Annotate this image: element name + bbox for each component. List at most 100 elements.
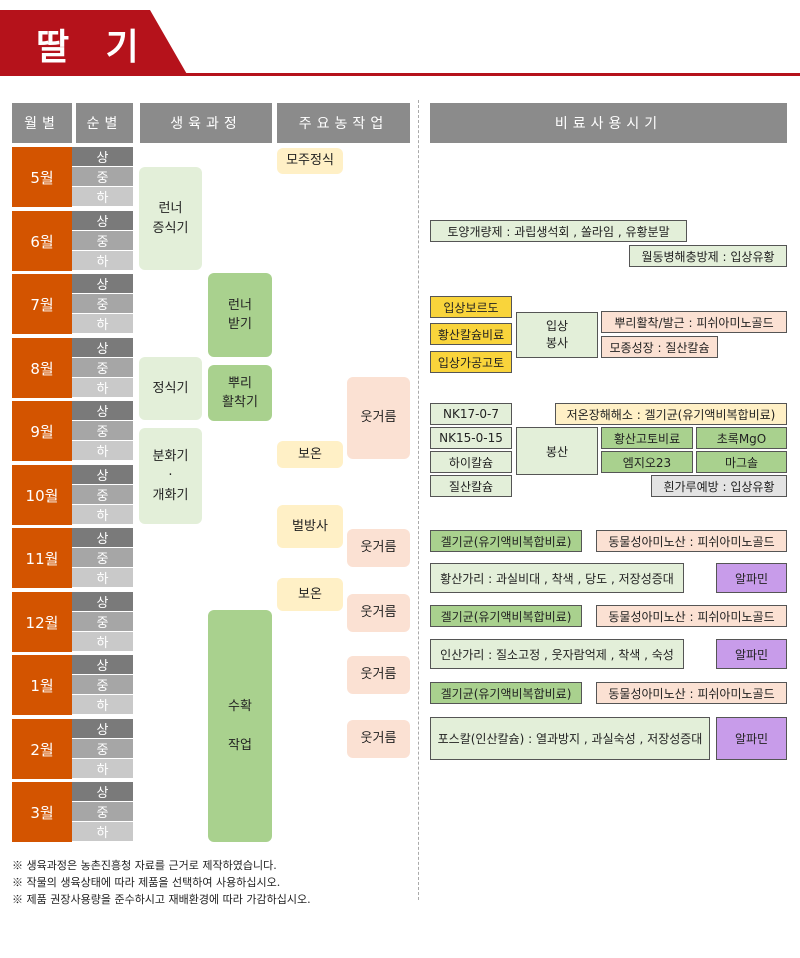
fert-animal-amino-3: 동물성아미노산 : 피쉬아미노골드: [596, 682, 787, 704]
month-cell: 12월: [12, 592, 72, 652]
work-topdress-2: 웃거름: [347, 529, 410, 567]
tier-cell: 하: [72, 695, 133, 714]
fert-rooting: 뿌리활착/발근 : 피쉬아미노골드: [601, 311, 787, 333]
fert-nk17: NK17-0-7: [430, 403, 512, 425]
tier-cell: 하: [72, 568, 133, 587]
month-cell: 6월: [12, 211, 72, 271]
tier-cell: 하: [72, 822, 133, 841]
fert-powdery-mildew: 흰가루예방 : 입상유황: [651, 475, 787, 497]
work-topdress-3: 웃거름: [347, 594, 410, 632]
fert-granule-magnesia: 입상가공고토: [430, 351, 512, 373]
header-fertilizer: 비료사용시기: [430, 103, 787, 143]
work-label: 웃거름: [360, 667, 397, 683]
fert-calcium-sulfate: 황산칼슘비료: [430, 323, 512, 345]
tier-cell: 상: [72, 401, 133, 420]
stage-label: 정식기: [152, 380, 189, 396]
fert-cold-damage: 저온장해해소 : 겔기균(유기액비복합비료): [555, 403, 787, 425]
stage-label: 런너 증식기: [152, 201, 189, 236]
fert-alpamin-2: 알파민: [716, 639, 787, 669]
tier-cell: 중: [72, 739, 133, 758]
page-title: 딸 기: [36, 27, 151, 68]
work-label: 벌방사: [292, 518, 328, 534]
tier-cell: 상: [72, 655, 133, 674]
fert-magsol: 마그솔: [696, 451, 787, 473]
work-label: 보온: [298, 446, 322, 462]
month-cell: 8월: [12, 338, 72, 398]
tier-cell: 하: [72, 314, 133, 333]
footnote: ※ 제품 권장사용량을 준수하시고 재배환경에 따라 가감하십시오.: [12, 893, 311, 906]
month-cell: 10월: [12, 465, 72, 525]
work-warming-1: 보온: [277, 441, 343, 468]
fert-animal-amino-1: 동물성아미노산 : 피쉬아미노골드: [596, 530, 787, 552]
stage-label: 수확 작업: [228, 698, 252, 753]
tier-cell: 중: [72, 802, 133, 821]
stage-label: 분화기 · 개화기: [152, 448, 189, 503]
fert-winter-pest: 월동병해충방제 : 입상유황: [629, 245, 787, 267]
tier-cell: 하: [72, 187, 133, 206]
tier-cell: 중: [72, 612, 133, 631]
column-divider: [418, 100, 419, 900]
fert-nk15: NK15-0-15: [430, 427, 512, 449]
stage-planting: 정식기: [139, 357, 202, 420]
header-growth: 생육과정: [140, 103, 272, 143]
tier-cell: 상: [72, 592, 133, 611]
tier-cell: 하: [72, 759, 133, 778]
fert-gel-1: 겔기균(유기액비복합비료): [430, 530, 582, 552]
tier-cell: 하: [72, 251, 133, 270]
month-cell: 5월: [12, 147, 72, 207]
tier-cell: 상: [72, 211, 133, 230]
month-cell: 7월: [12, 274, 72, 334]
fert-animal-amino-2: 동물성아미노산 : 피쉬아미노골드: [596, 605, 787, 627]
fert-granule-boron: 입상 봉사: [516, 312, 598, 358]
month-cell: 11월: [12, 528, 72, 588]
tier-cell: 상: [72, 338, 133, 357]
tier-cell: 중: [72, 358, 133, 377]
footnote: ※ 작물의 생육상태에 따라 제품을 선택하여 사용하십시오.: [12, 876, 281, 889]
stage-runner-receiving: 런너 받기: [208, 273, 272, 357]
work-label: 웃거름: [360, 540, 397, 556]
work-label: 웃거름: [360, 410, 397, 426]
work-bee-release: 벌방사: [277, 505, 343, 548]
tier-cell: 중: [72, 485, 133, 504]
month-cell: 3월: [12, 782, 72, 842]
tier-cell: 상: [72, 782, 133, 801]
tier-cell: 중: [72, 167, 133, 186]
tier-cell: 하: [72, 505, 133, 524]
fert-boric-acid: 봉산: [516, 427, 598, 475]
tier-cell: 중: [72, 421, 133, 440]
footnote: ※ 생육과정은 농촌진흥청 자료를 근거로 제작하였습니다.: [12, 859, 277, 872]
fert-potassium-phosphate: 인산가리 : 질소고정 , 웃자람억제 , 착색 , 숙성: [430, 639, 684, 669]
fert-alpamin-1: 알파민: [716, 563, 787, 593]
header-month: 월별: [12, 103, 72, 143]
tier-cell: 상: [72, 274, 133, 293]
month-cell: 9월: [12, 401, 72, 461]
fert-gel-3: 겔기균(유기액비복합비료): [430, 682, 582, 704]
header-tier: 순별: [76, 103, 133, 143]
stage-differentiation: 분화기 · 개화기: [139, 428, 202, 524]
tier-cell: 상: [72, 465, 133, 484]
work-label: 모주정식: [286, 153, 334, 169]
stage-runner-propagation: 런너 증식기: [139, 167, 202, 270]
stage-label: 뿌리 활착기: [222, 375, 258, 411]
stage-rooting: 뿌리 활착기: [208, 365, 272, 421]
work-topdress-4: 웃거름: [347, 656, 410, 694]
fert-soil-amendment: 토양개량제 : 과립생석회 , 쏠라임 , 유황분말: [430, 220, 687, 242]
fert-hi-calcium: 하이칼슘: [430, 451, 512, 473]
month-cell: 1월: [12, 655, 72, 715]
fert-magnesium-sulfate: 황산고토비료: [601, 427, 693, 449]
tier-cell: 하: [72, 378, 133, 397]
tier-cell: 중: [72, 548, 133, 567]
work-warming-2: 보온: [277, 578, 343, 611]
tier-cell: 상: [72, 147, 133, 166]
fert-granule-bordeaux: 입상보르도: [430, 296, 512, 318]
fert-alpamin-3: 알파민: [716, 717, 787, 760]
work-label: 보온: [298, 586, 322, 602]
tier-cell: 중: [72, 231, 133, 250]
work-label: 웃거름: [360, 731, 397, 747]
tier-cell: 하: [72, 632, 133, 651]
stage-label: 런너 받기: [228, 297, 252, 333]
work-label: 웃거름: [360, 605, 397, 621]
fert-green-mgo: 초록MgO: [696, 427, 787, 449]
work-topdress-1: 웃거름: [347, 377, 410, 459]
fert-potassium-sulfate: 황산가리 : 과실비대 , 착색 , 당도 , 저장성증대: [430, 563, 684, 593]
